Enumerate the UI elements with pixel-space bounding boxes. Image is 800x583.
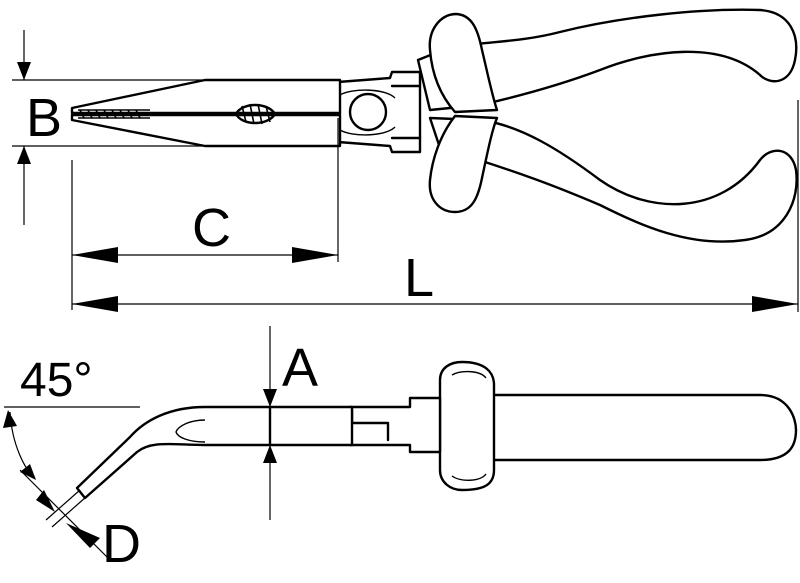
side-bent-jaw	[75, 405, 354, 500]
angle-45: 45°	[3, 354, 140, 480]
pivot-rivet	[348, 92, 388, 132]
side-handle	[468, 393, 798, 462]
label-a: A	[282, 338, 318, 398]
dimension-d: D	[19, 469, 141, 574]
upper-grip-stop	[428, 12, 499, 114]
side-view-pliers	[75, 360, 798, 500]
side-grip-stop	[438, 360, 496, 492]
label-d: D	[102, 514, 141, 574]
lower-grip-stop	[428, 114, 499, 214]
upper-handle	[416, 8, 798, 112]
dimension-c: C	[71, 118, 339, 310]
dimension-a: A	[263, 326, 318, 520]
lower-jaw	[70, 113, 342, 148]
top-view-pliers	[70, 8, 798, 243]
label-l: L	[404, 248, 434, 308]
label-b: B	[26, 88, 62, 148]
label-angle: 45°	[20, 354, 93, 407]
dimension-l: L	[72, 100, 799, 312]
label-c: C	[192, 198, 231, 258]
dimension-b: B	[12, 30, 205, 225]
upper-jaw	[70, 78, 342, 115]
side-head	[348, 396, 442, 454]
lower-handle	[428, 116, 798, 243]
